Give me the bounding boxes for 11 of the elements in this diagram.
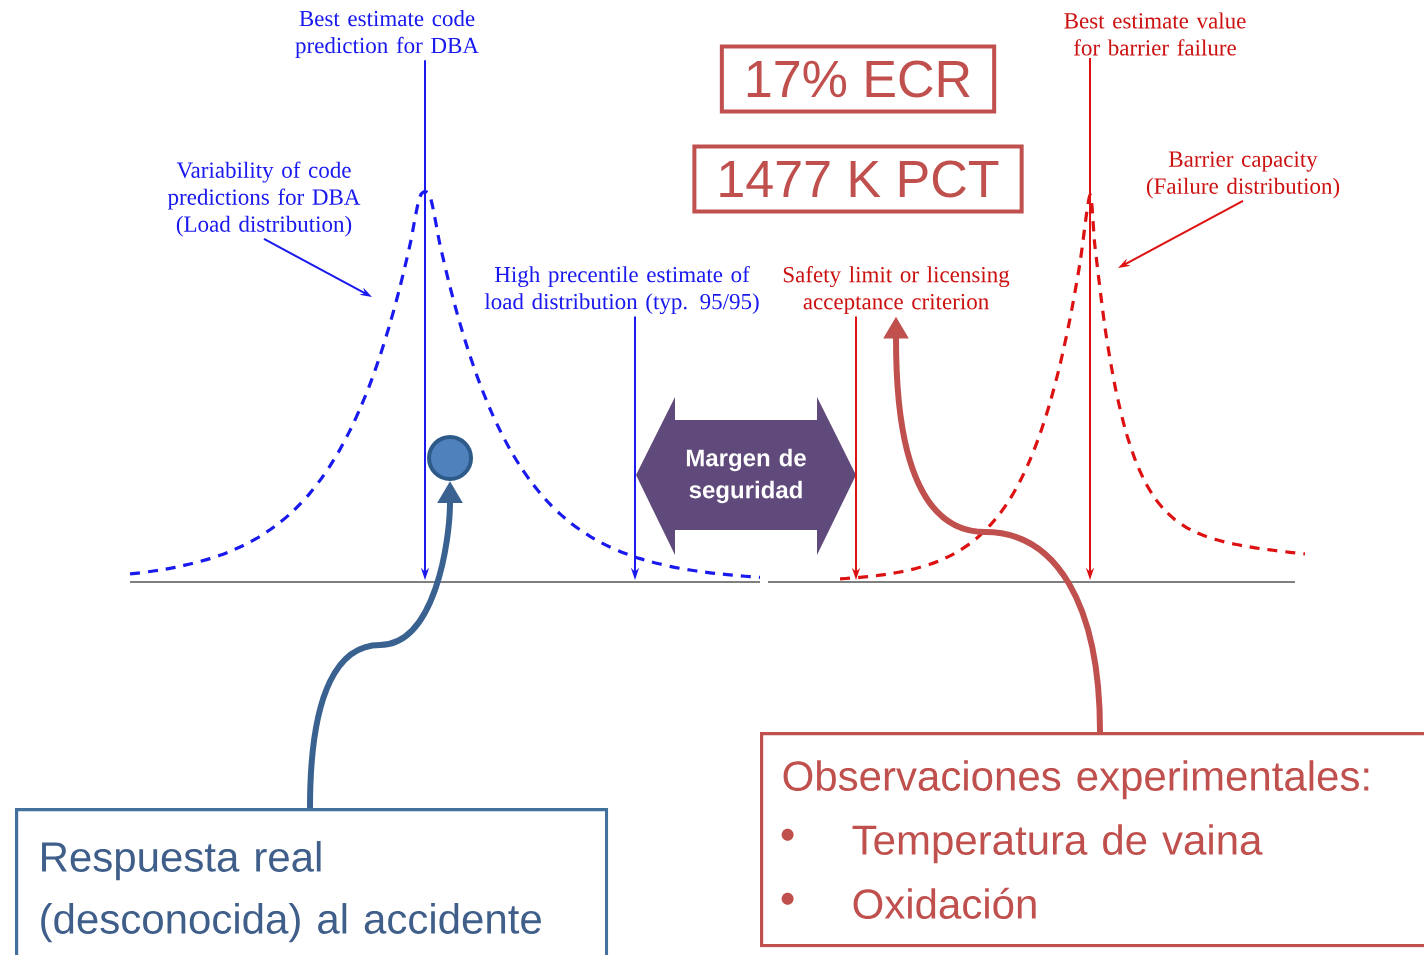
annotation-text: Best estimate value for barrier failure xyxy=(1064,12,1246,56)
observations-box: Observaciones experimentales: Temperatura de vaina Oxidación xyxy=(760,732,1424,948)
circle-marker xyxy=(427,435,473,481)
annotation-text: Safety limit or licensing acceptance criterion xyxy=(783,265,1010,315)
annotation-text: Variability of code predictions for DBA (Load distribution) xyxy=(167,161,361,237)
answer-box: Respuesta real (desconocida) al accidente xyxy=(15,808,609,955)
annotation-text: High precentile estimate of load distribution (typ. 95/95) xyxy=(484,265,759,315)
annotation-text: Best estimate code prediction for DBA xyxy=(295,10,479,58)
value-box: 1477 K PCT xyxy=(692,144,1024,214)
annotation-text: Barrier capacity (Failure distribution) xyxy=(1146,151,1340,199)
value-box: 17% ECR xyxy=(719,44,997,114)
